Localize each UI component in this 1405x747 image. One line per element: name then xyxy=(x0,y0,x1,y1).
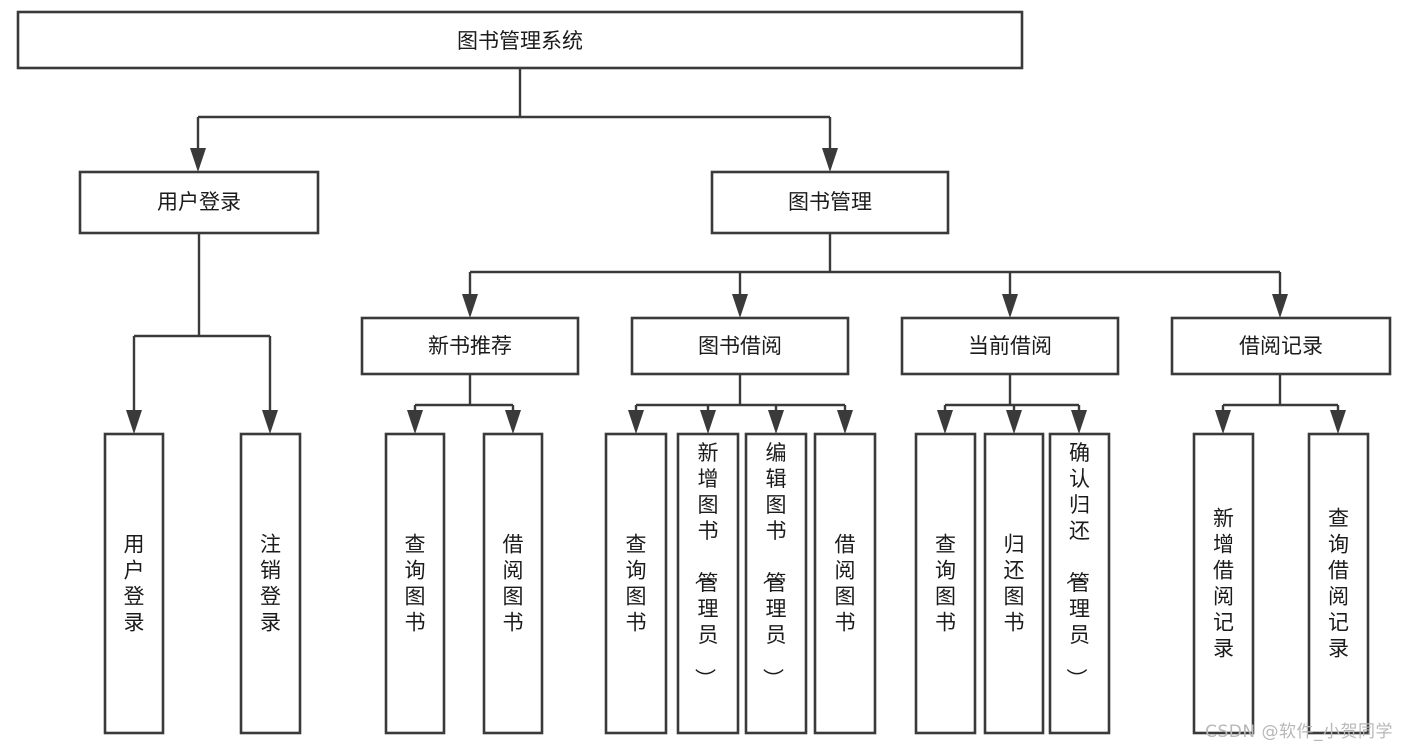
node-leaf-confirm-return-admin-label: 确认归还（管理员） xyxy=(1064,441,1090,689)
node-current-borrow-label: 当前借阅 xyxy=(968,334,1052,358)
node-leaf-logout-label: 注销登录 xyxy=(260,533,281,635)
arrow-icon-book-borrow-leaf1 xyxy=(628,410,644,434)
arrow-icon-user-login-leaf2 xyxy=(262,410,278,434)
node-root-box[interactable] xyxy=(16,10,1024,70)
node-leaf-logout[interactable]: 注销登录 xyxy=(239,432,302,735)
node-leaf-borrow-book[interactable]: 借阅图书 xyxy=(813,432,877,735)
node-leaf-add-book-admin-box[interactable] xyxy=(676,432,740,735)
node-leaf-add-borrow-record[interactable]: 新增借阅记录 xyxy=(1192,432,1255,735)
node-user-login-box[interactable] xyxy=(78,170,320,235)
node-leaf-borrow-book-recommend-box[interactable] xyxy=(482,432,544,735)
node-leaf-query-book-recommend-box[interactable] xyxy=(384,432,446,735)
node-leaf-user-login-box[interactable] xyxy=(103,432,165,735)
arrow-icon-bm-new-book xyxy=(462,294,478,318)
node-leaf-edit-book-admin-box[interactable] xyxy=(744,432,808,735)
node-leaf-query-book-borrow-label: 查询图书 xyxy=(626,533,647,635)
arrow-icon-user-login-leaf1 xyxy=(126,410,142,434)
node-book-management-label: 图书管理 xyxy=(788,190,872,214)
arrow-icon-new-book-leaf1 xyxy=(407,410,423,434)
node-leaf-return-book-label: 归还图书 xyxy=(1004,533,1025,635)
node-leaf-query-book-recommend[interactable]: 查询图书 xyxy=(384,432,446,735)
node-leaf-borrow-book-recommend-label: 借阅图书 xyxy=(503,533,524,635)
node-leaf-return-book[interactable]: 归还图书 xyxy=(983,432,1045,735)
arrow-icon-book-borrow-leaf4 xyxy=(837,410,853,434)
arrow-icon-borrow-record-leaf2 xyxy=(1330,410,1346,434)
node-leaf-add-borrow-record-label: 新增借阅记录 xyxy=(1213,507,1234,661)
node-leaf-query-book-current[interactable]: 查询图书 xyxy=(914,432,977,735)
node-leaf-query-borrow-record-box[interactable] xyxy=(1307,432,1370,735)
leaves-layer: 用户登录 注销登录 查询图书 借阅图书 查询图书 新增图书（管理员） 编辑图书（管理员） 借阅… xyxy=(103,432,1370,735)
node-leaf-edit-book-admin[interactable]: 编辑图书（管理员） xyxy=(744,432,808,735)
node-leaf-logout-box[interactable] xyxy=(239,432,302,735)
arrow-icon-bm-borrow-record xyxy=(1272,294,1288,318)
arrow-icon-bm-current-borrow xyxy=(1002,294,1018,318)
arrow-icon-current-borrow-leaf1 xyxy=(937,410,953,434)
arrow-icon-book-borrow-leaf3 xyxy=(768,410,784,434)
arrowheads-layer xyxy=(126,148,1346,434)
node-root[interactable]: 图书管理系统 xyxy=(16,10,1024,70)
node-user-login-label: 用户登录 xyxy=(157,190,241,214)
node-leaf-borrow-book-recommend[interactable]: 借阅图书 xyxy=(482,432,544,735)
arrow-icon-root-user-login xyxy=(190,148,206,172)
node-leaf-query-borrow-record-label: 查询借阅记录 xyxy=(1328,507,1349,661)
node-book-management[interactable]: 图书管理 xyxy=(710,170,950,235)
arrow-icon-bm-book-borrow xyxy=(732,294,748,318)
node-leaf-query-book-current-label: 查询图书 xyxy=(935,533,956,635)
node-leaf-query-book-borrow[interactable]: 查询图书 xyxy=(604,432,668,735)
node-leaf-return-book-box[interactable] xyxy=(983,432,1045,735)
node-root-label: 图书管理系统 xyxy=(457,29,583,53)
node-book-management-box[interactable] xyxy=(710,170,950,235)
node-borrow-record-label: 借阅记录 xyxy=(1239,334,1323,358)
node-borrow-record[interactable]: 借阅记录 xyxy=(1170,316,1392,376)
node-book-borrow-box[interactable] xyxy=(630,316,850,376)
node-borrow-record-box[interactable] xyxy=(1170,316,1392,376)
node-current-borrow[interactable]: 当前借阅 xyxy=(900,316,1120,376)
node-new-book-recommend[interactable]: 新书推荐 xyxy=(360,316,580,376)
arrow-icon-current-borrow-leaf3 xyxy=(1071,410,1087,434)
node-leaf-user-login[interactable]: 用户登录 xyxy=(103,432,165,735)
node-leaf-query-book-borrow-box[interactable] xyxy=(604,432,668,735)
node-leaf-user-login-label: 用户登录 xyxy=(124,533,145,635)
arrow-icon-root-book-management xyxy=(822,148,838,172)
node-user-login[interactable]: 用户登录 xyxy=(78,170,320,235)
node-leaf-query-book-current-box[interactable] xyxy=(914,432,977,735)
node-leaf-query-book-recommend-label: 查询图书 xyxy=(405,533,426,635)
node-leaf-add-borrow-record-box[interactable] xyxy=(1192,432,1255,735)
node-book-borrow[interactable]: 图书借阅 xyxy=(630,316,850,376)
node-leaf-confirm-return-admin[interactable]: 确认归还（管理员） xyxy=(1048,432,1111,735)
node-leaf-confirm-return-admin-box[interactable] xyxy=(1048,432,1111,735)
node-leaf-query-borrow-record[interactable]: 查询借阅记录 xyxy=(1307,432,1370,735)
node-new-book-recommend-label: 新书推荐 xyxy=(428,334,512,358)
node-leaf-add-book-admin-label: 新增图书（管理员） xyxy=(693,441,719,689)
node-book-borrow-label: 图书借阅 xyxy=(698,334,782,358)
node-leaf-add-book-admin[interactable]: 新增图书（管理员） xyxy=(676,432,740,735)
arrow-icon-borrow-record-leaf1 xyxy=(1215,410,1231,434)
node-leaf-borrow-book-label: 借阅图书 xyxy=(835,533,856,635)
node-current-borrow-box[interactable] xyxy=(900,316,1120,376)
arrow-icon-book-borrow-leaf2 xyxy=(700,410,716,434)
arrow-icon-current-borrow-leaf2 xyxy=(1006,410,1022,434)
node-leaf-borrow-book-box[interactable] xyxy=(813,432,877,735)
node-leaf-edit-book-admin-label: 编辑图书（管理员） xyxy=(761,441,787,689)
arrow-icon-new-book-leaf2 xyxy=(505,410,521,434)
node-new-book-recommend-box[interactable] xyxy=(360,316,580,376)
